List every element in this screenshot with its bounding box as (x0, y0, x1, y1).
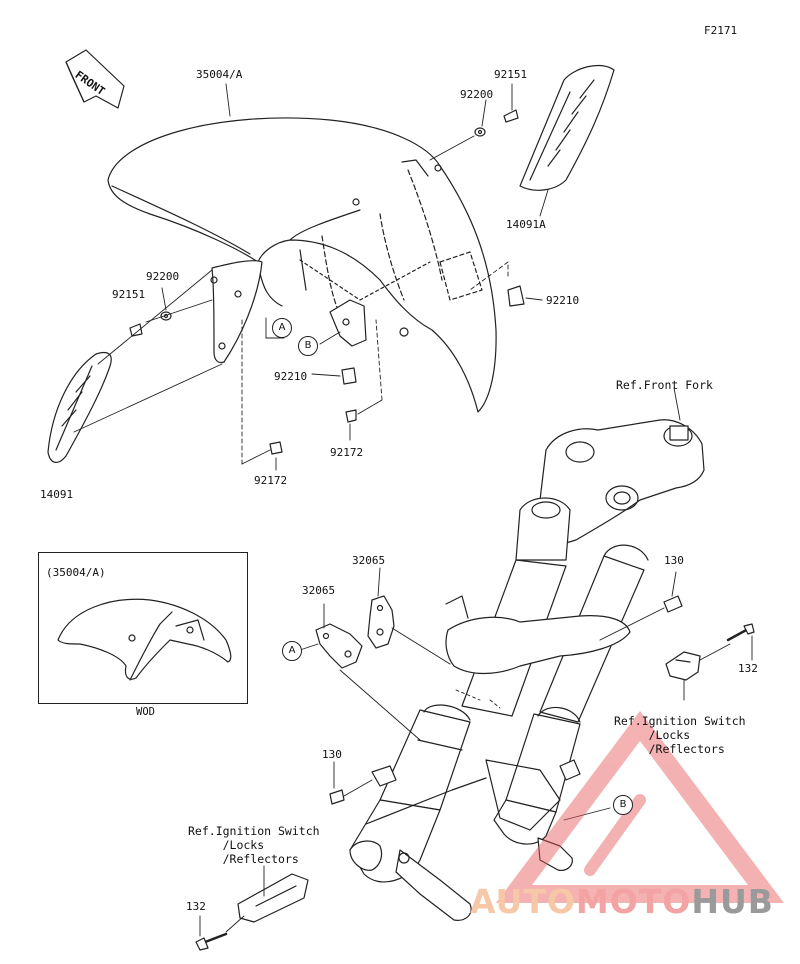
left-fender-bracket (210, 260, 263, 364)
label-92151-top: 92151 (494, 68, 528, 81)
callout-b-upper: B (298, 336, 318, 356)
label-132-left: 132 (186, 900, 206, 913)
clip-92210-mid-icon (341, 367, 357, 385)
label-92151-left: 92151 (112, 288, 146, 301)
front-fork-assembly (349, 419, 705, 921)
center-bracket (329, 299, 367, 347)
label-92210-mid: 92210 (274, 370, 308, 383)
inset-caption: WOD (136, 706, 155, 718)
bolt-130-right-icon (663, 595, 683, 613)
fastener-icons (129, 109, 525, 455)
leader-lines-lower (199, 387, 753, 937)
side-cover-14091a (519, 65, 615, 191)
figure-code: F2171 (704, 24, 738, 37)
label-130-right: 130 (664, 554, 684, 567)
bolt-132-right-icon (743, 623, 755, 635)
label-92172-left: 92172 (254, 474, 288, 487)
front-fender (107, 117, 497, 413)
inset-fender-wod (57, 598, 232, 681)
screw-92151-left-icon (129, 323, 143, 337)
front-arrow-icon: FRONT (65, 49, 125, 109)
watermark-text: AUTOMOTOHUB (470, 884, 774, 920)
ref-front-fork: Ref.Front Fork (616, 378, 713, 392)
screw-92172-mid-icon (345, 409, 357, 423)
ignition-bracket-right (665, 651, 701, 681)
clip-92210-right-icon (507, 285, 525, 307)
label-14091a: 14091A (506, 218, 546, 231)
screw-92151-top-icon (503, 109, 519, 123)
label-130-left: 130 (322, 748, 342, 761)
bolt-132-left-icon (195, 937, 209, 951)
callout-a-upper: A (272, 318, 292, 338)
bolt-icons (195, 595, 755, 951)
ref-ignition-switch-left: Ref.Ignition Switch /Locks /Reflectors (188, 824, 320, 866)
label-35004a: 35004/A (196, 68, 243, 81)
inset-frame (38, 552, 248, 704)
inset-title: (35004/A) (46, 566, 106, 579)
label-14091: 14091 (40, 488, 74, 501)
label-92210-right: 92210 (546, 294, 580, 307)
watermark-part-hub: HUB (691, 882, 774, 921)
bracket-32065-a (315, 623, 363, 669)
label-92200-top: 92200 (460, 88, 494, 101)
side-cover-14091 (47, 351, 112, 463)
watermark-part-moto: MOTO (575, 882, 692, 921)
bracket-32065-b (367, 595, 395, 649)
bolt-130-left-icon (329, 789, 345, 805)
ignition-bracket-left (237, 873, 309, 923)
label-92172-mid: 92172 (330, 446, 364, 459)
label-92200-left: 92200 (146, 270, 180, 283)
washer-92200-top-icon (474, 127, 486, 137)
screw-92172-left-icon (269, 441, 283, 455)
label-132-right: 132 (738, 662, 758, 675)
watermark-logo-icon (496, 711, 784, 903)
callout-b-lower: B (613, 795, 633, 815)
label-32065-b: 32065 (352, 554, 386, 567)
watermark-part-auto: AUTO (470, 882, 576, 921)
callout-a-lower: A (282, 641, 302, 661)
washer-92200-left-icon (160, 311, 172, 321)
label-32065-a: 32065 (302, 584, 336, 597)
ref-ignition-switch-right: Ref.Ignition Switch /Locks /Reflectors (614, 714, 746, 756)
leader-lines-upper (73, 83, 549, 471)
